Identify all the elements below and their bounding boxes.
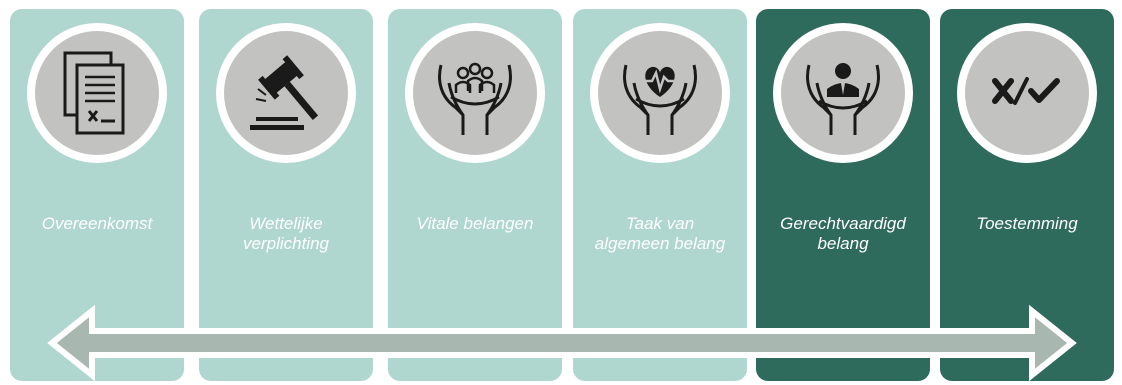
icon-circle — [413, 31, 537, 155]
icon-circle — [35, 31, 159, 155]
panel-taak-van-algemeen-belang: Taak van algemeen belang — [573, 9, 747, 381]
consent-cross-check-icon — [992, 77, 1060, 105]
panel-label: Taak van algemeen belang — [594, 214, 726, 253]
panel-gerechtvaardigd-belang: Gerechtvaardigd belang — [756, 9, 930, 381]
hands-people-icon — [438, 62, 512, 135]
panel-label: Toestemming — [976, 214, 1078, 233]
icon-circle — [781, 31, 905, 155]
panel-label: Overeenkomst — [41, 214, 153, 233]
icon-circle — [224, 31, 348, 155]
panel-toestemming: Toestemming — [940, 9, 1114, 381]
hands-person-icon — [806, 63, 880, 135]
panel-label: Wettelijke verplichting — [243, 214, 329, 253]
icon-circle — [598, 31, 722, 155]
panel-wettelijke-verplichting: Wettelijke verplichting — [199, 9, 373, 381]
hands-heart-icon — [623, 64, 697, 135]
gavel-icon — [250, 55, 319, 130]
panel-label: Gerechtvaardigd belang — [780, 214, 906, 253]
panel-vitale-belangen: Vitale belangen — [388, 9, 562, 381]
panel-label: Vitale belangen — [416, 214, 534, 233]
icon-circle — [965, 31, 1089, 155]
contract-document-icon — [63, 51, 125, 135]
panel-overeenkomst: Overeenkomst — [10, 9, 184, 381]
